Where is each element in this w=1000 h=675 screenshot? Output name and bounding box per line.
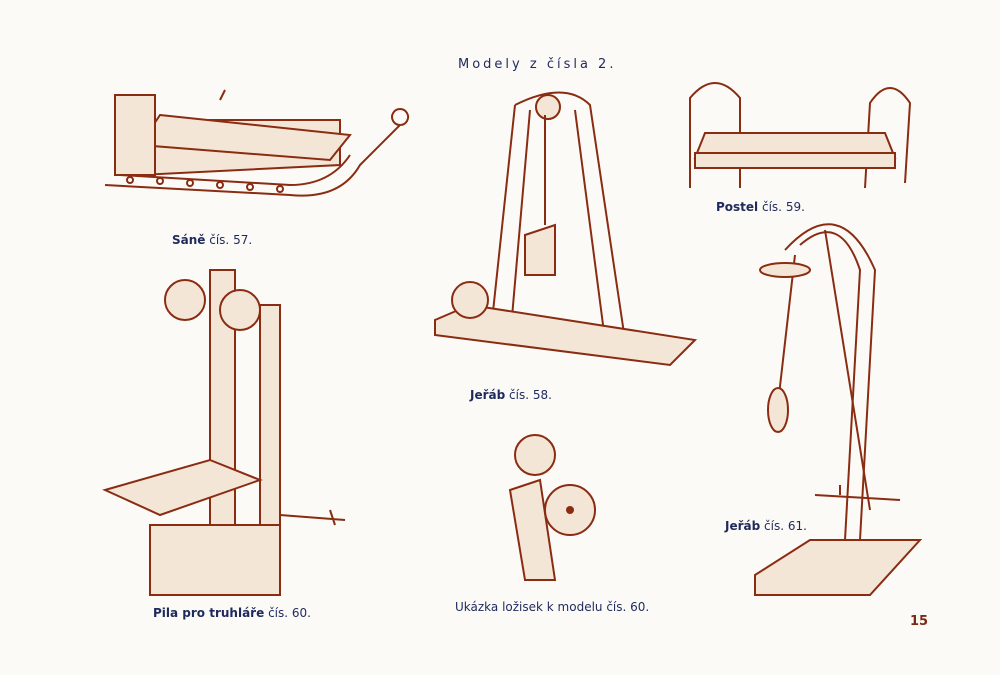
caption-jerab-58: Jeřáb čís. 58.: [470, 388, 552, 402]
caption-sane: Sáně čís. 57.: [172, 233, 253, 247]
caption-ukazka: Ukázka ložisek k modelu čís. 60.: [455, 600, 650, 614]
crane-61-model-illustration: [754, 223, 923, 596]
caption-pila: Pila pro truhláře čís. 60.: [153, 606, 311, 620]
sled-model-illustration: [104, 89, 409, 197]
bed-model-illustration: [689, 82, 912, 189]
caption-jerab-61: Jeřáb čís. 61.: [725, 519, 807, 533]
bearing-detail-illustration: [508, 434, 596, 581]
caption-postel: Postel čís. 59.: [716, 200, 805, 214]
saw-model-illustration: [102, 269, 346, 596]
crane-58-model-illustration: [434, 91, 698, 367]
page-title: Modely z čísla 2.: [458, 57, 617, 72]
page-number: 15: [910, 614, 929, 629]
